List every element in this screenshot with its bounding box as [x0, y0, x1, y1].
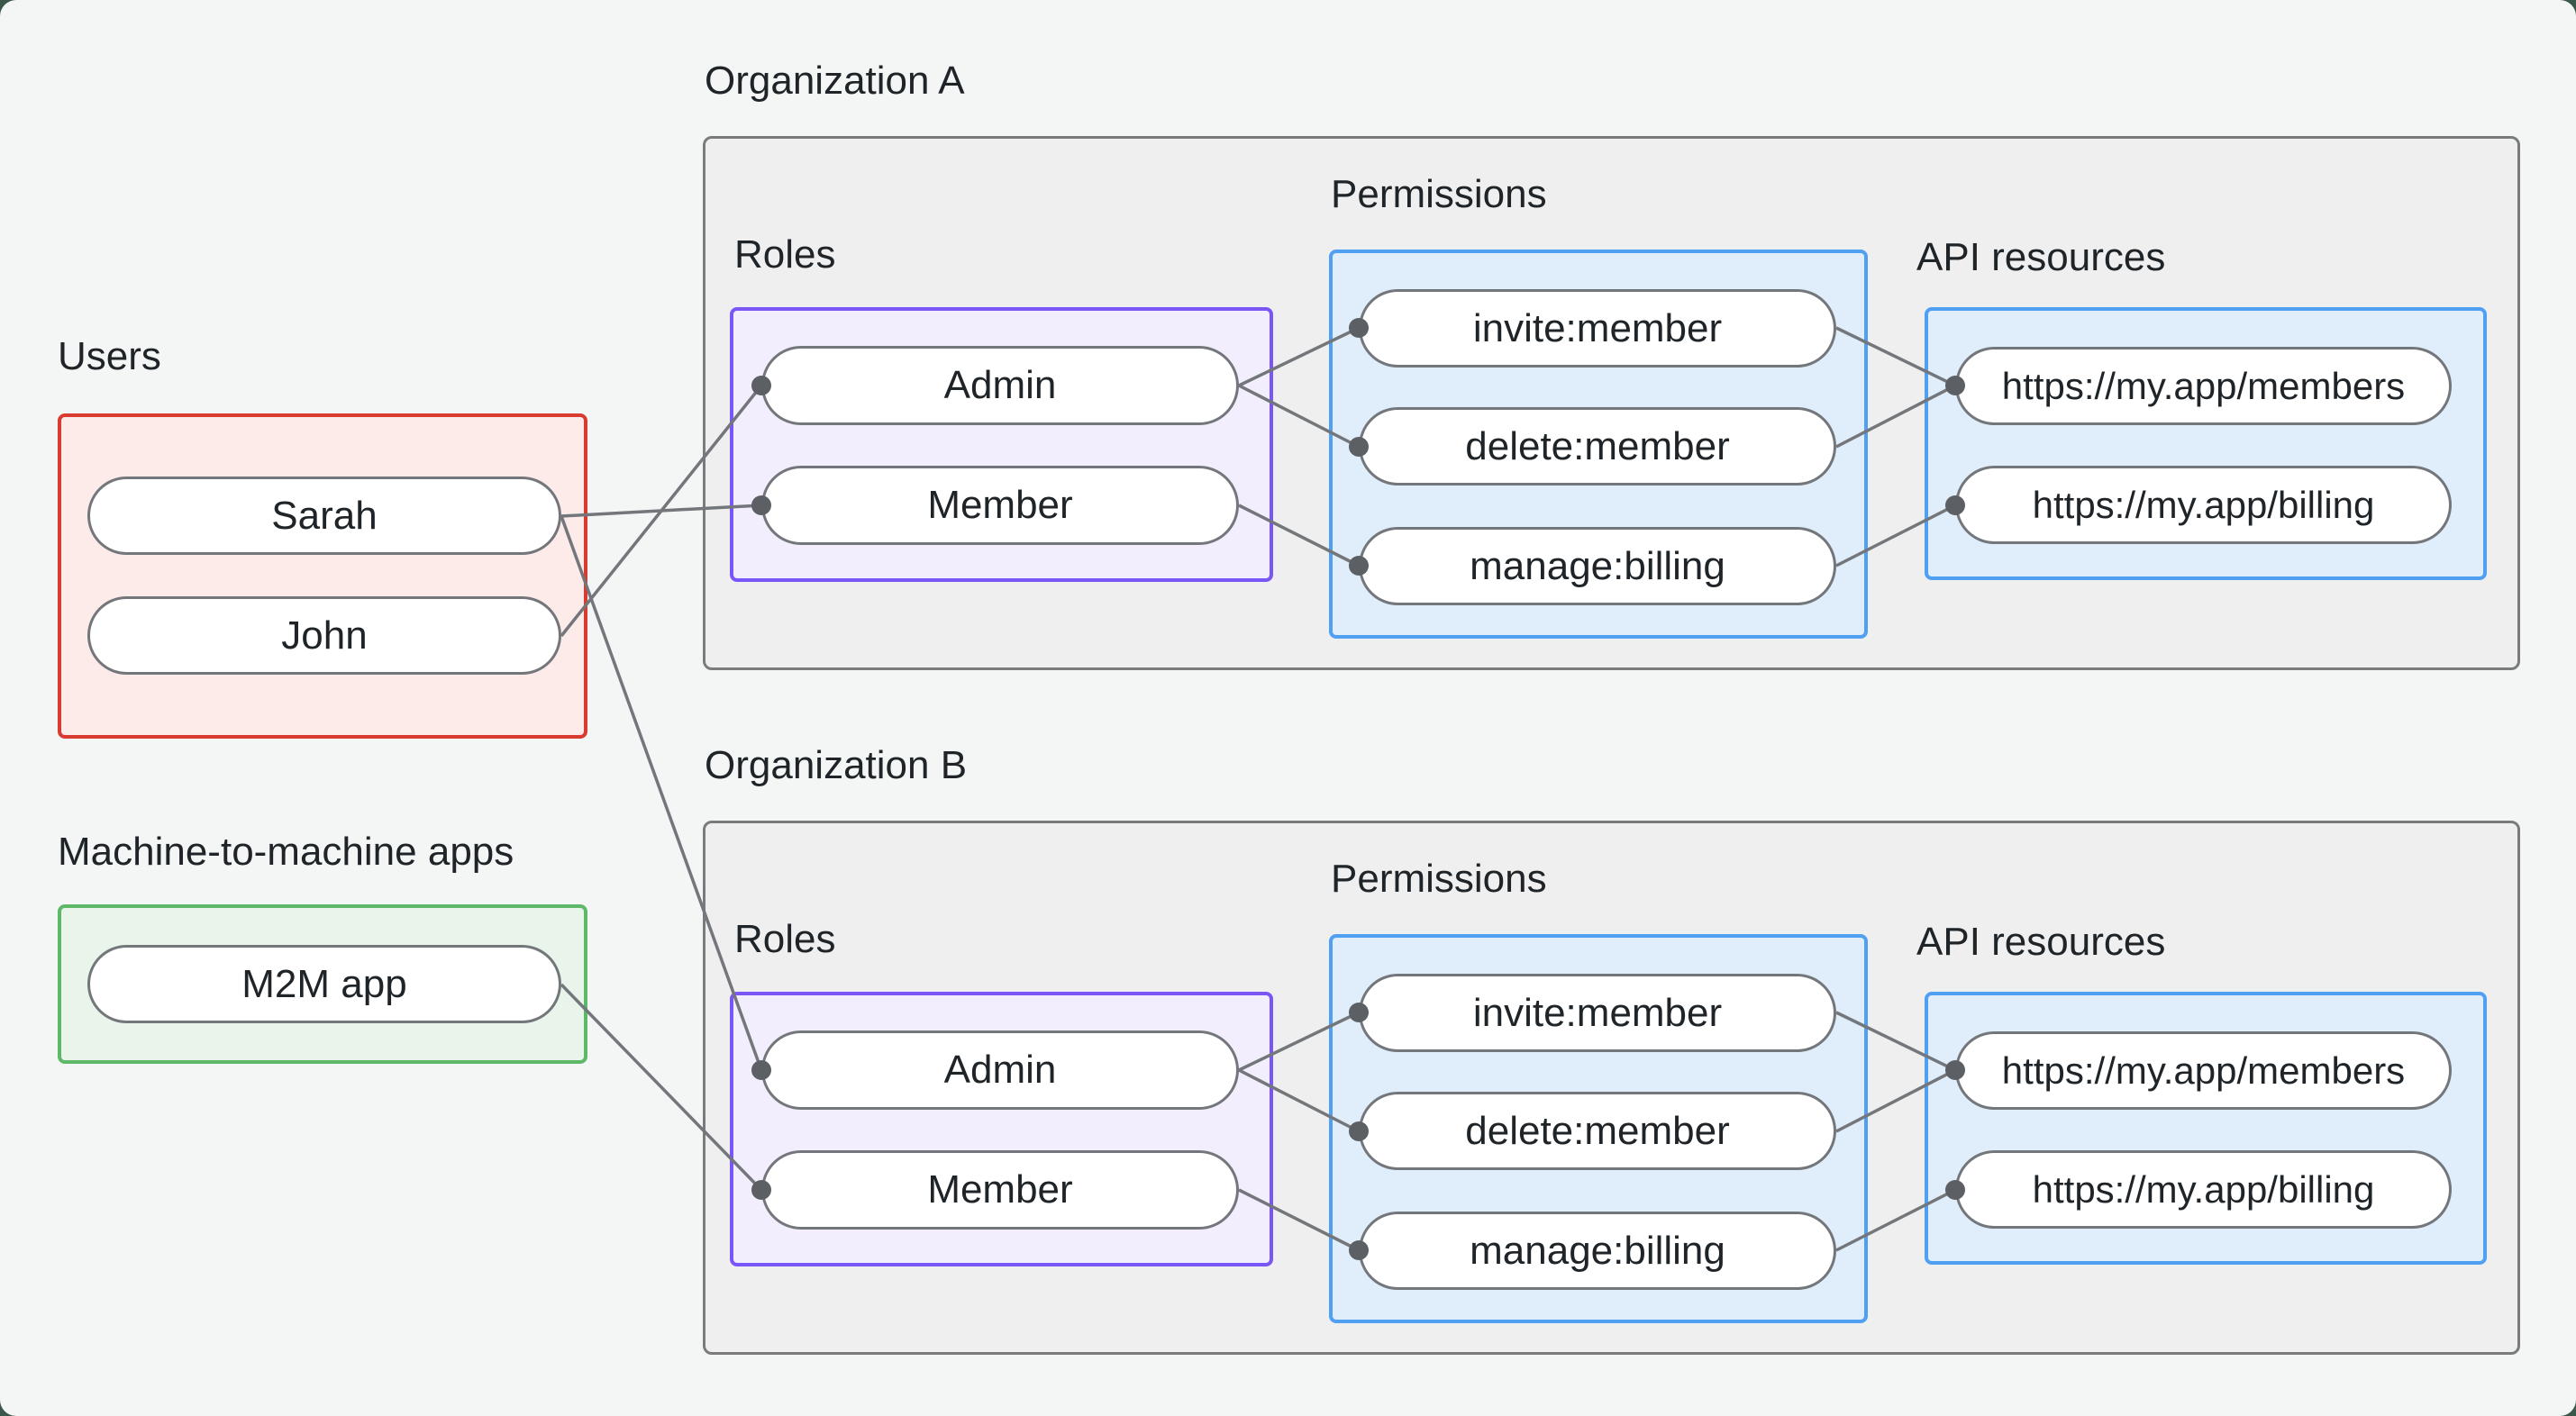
roles-box: Admin Member	[730, 307, 1273, 582]
organization-b-box: Roles Admin Member Permissions invite:me…	[703, 821, 2520, 1355]
api-node-members: https://my.app/members	[1955, 347, 2452, 425]
organization-a-title: Organization A	[705, 59, 965, 103]
role-node-admin: Admin	[761, 346, 1239, 425]
api-resources-label: API resources	[1916, 920, 2166, 964]
api-resources-label: API resources	[1916, 235, 2166, 279]
permission-node-invite-member: invite:member	[1359, 974, 1836, 1052]
api-node-members: https://my.app/members	[1955, 1031, 2452, 1110]
roles-label: Roles	[734, 232, 836, 277]
user-node-sarah: Sarah	[87, 477, 561, 555]
user-node-john: John	[87, 596, 561, 675]
permissions-label: Permissions	[1331, 857, 1547, 901]
permission-node-manage-billing: manage:billing	[1359, 527, 1836, 605]
roles-box: Admin Member	[730, 992, 1273, 1266]
permissions-label: Permissions	[1331, 172, 1547, 216]
m2m-section-label: Machine-to-machine apps	[58, 830, 514, 874]
api-node-billing: https://my.app/billing	[1955, 1150, 2452, 1229]
permission-node-delete-member: delete:member	[1359, 407, 1836, 486]
api-resources-box: https://my.app/members https://my.app/bi…	[1925, 307, 2487, 580]
m2m-app-node: M2M app	[87, 945, 561, 1023]
organization-a-box: Roles Admin Member Permissions invite:me…	[703, 136, 2520, 670]
api-node-billing: https://my.app/billing	[1955, 466, 2452, 544]
roles-label: Roles	[734, 917, 836, 961]
permission-node-delete-member: delete:member	[1359, 1092, 1836, 1170]
role-node-member: Member	[761, 1150, 1239, 1230]
users-group-box: Sarah John	[58, 413, 587, 739]
role-node-member: Member	[761, 466, 1239, 545]
api-resources-box: https://my.app/members https://my.app/bi…	[1925, 992, 2487, 1265]
permission-node-invite-member: invite:member	[1359, 289, 1836, 368]
permissions-box: invite:member delete:member manage:billi…	[1329, 934, 1868, 1323]
permission-node-manage-billing: manage:billing	[1359, 1212, 1836, 1290]
permissions-box: invite:member delete:member manage:billi…	[1329, 250, 1868, 639]
organization-b-title: Organization B	[705, 743, 968, 787]
users-section-label: Users	[58, 334, 161, 378]
m2m-group-box: M2M app	[58, 904, 587, 1064]
role-node-admin: Admin	[761, 1030, 1239, 1110]
